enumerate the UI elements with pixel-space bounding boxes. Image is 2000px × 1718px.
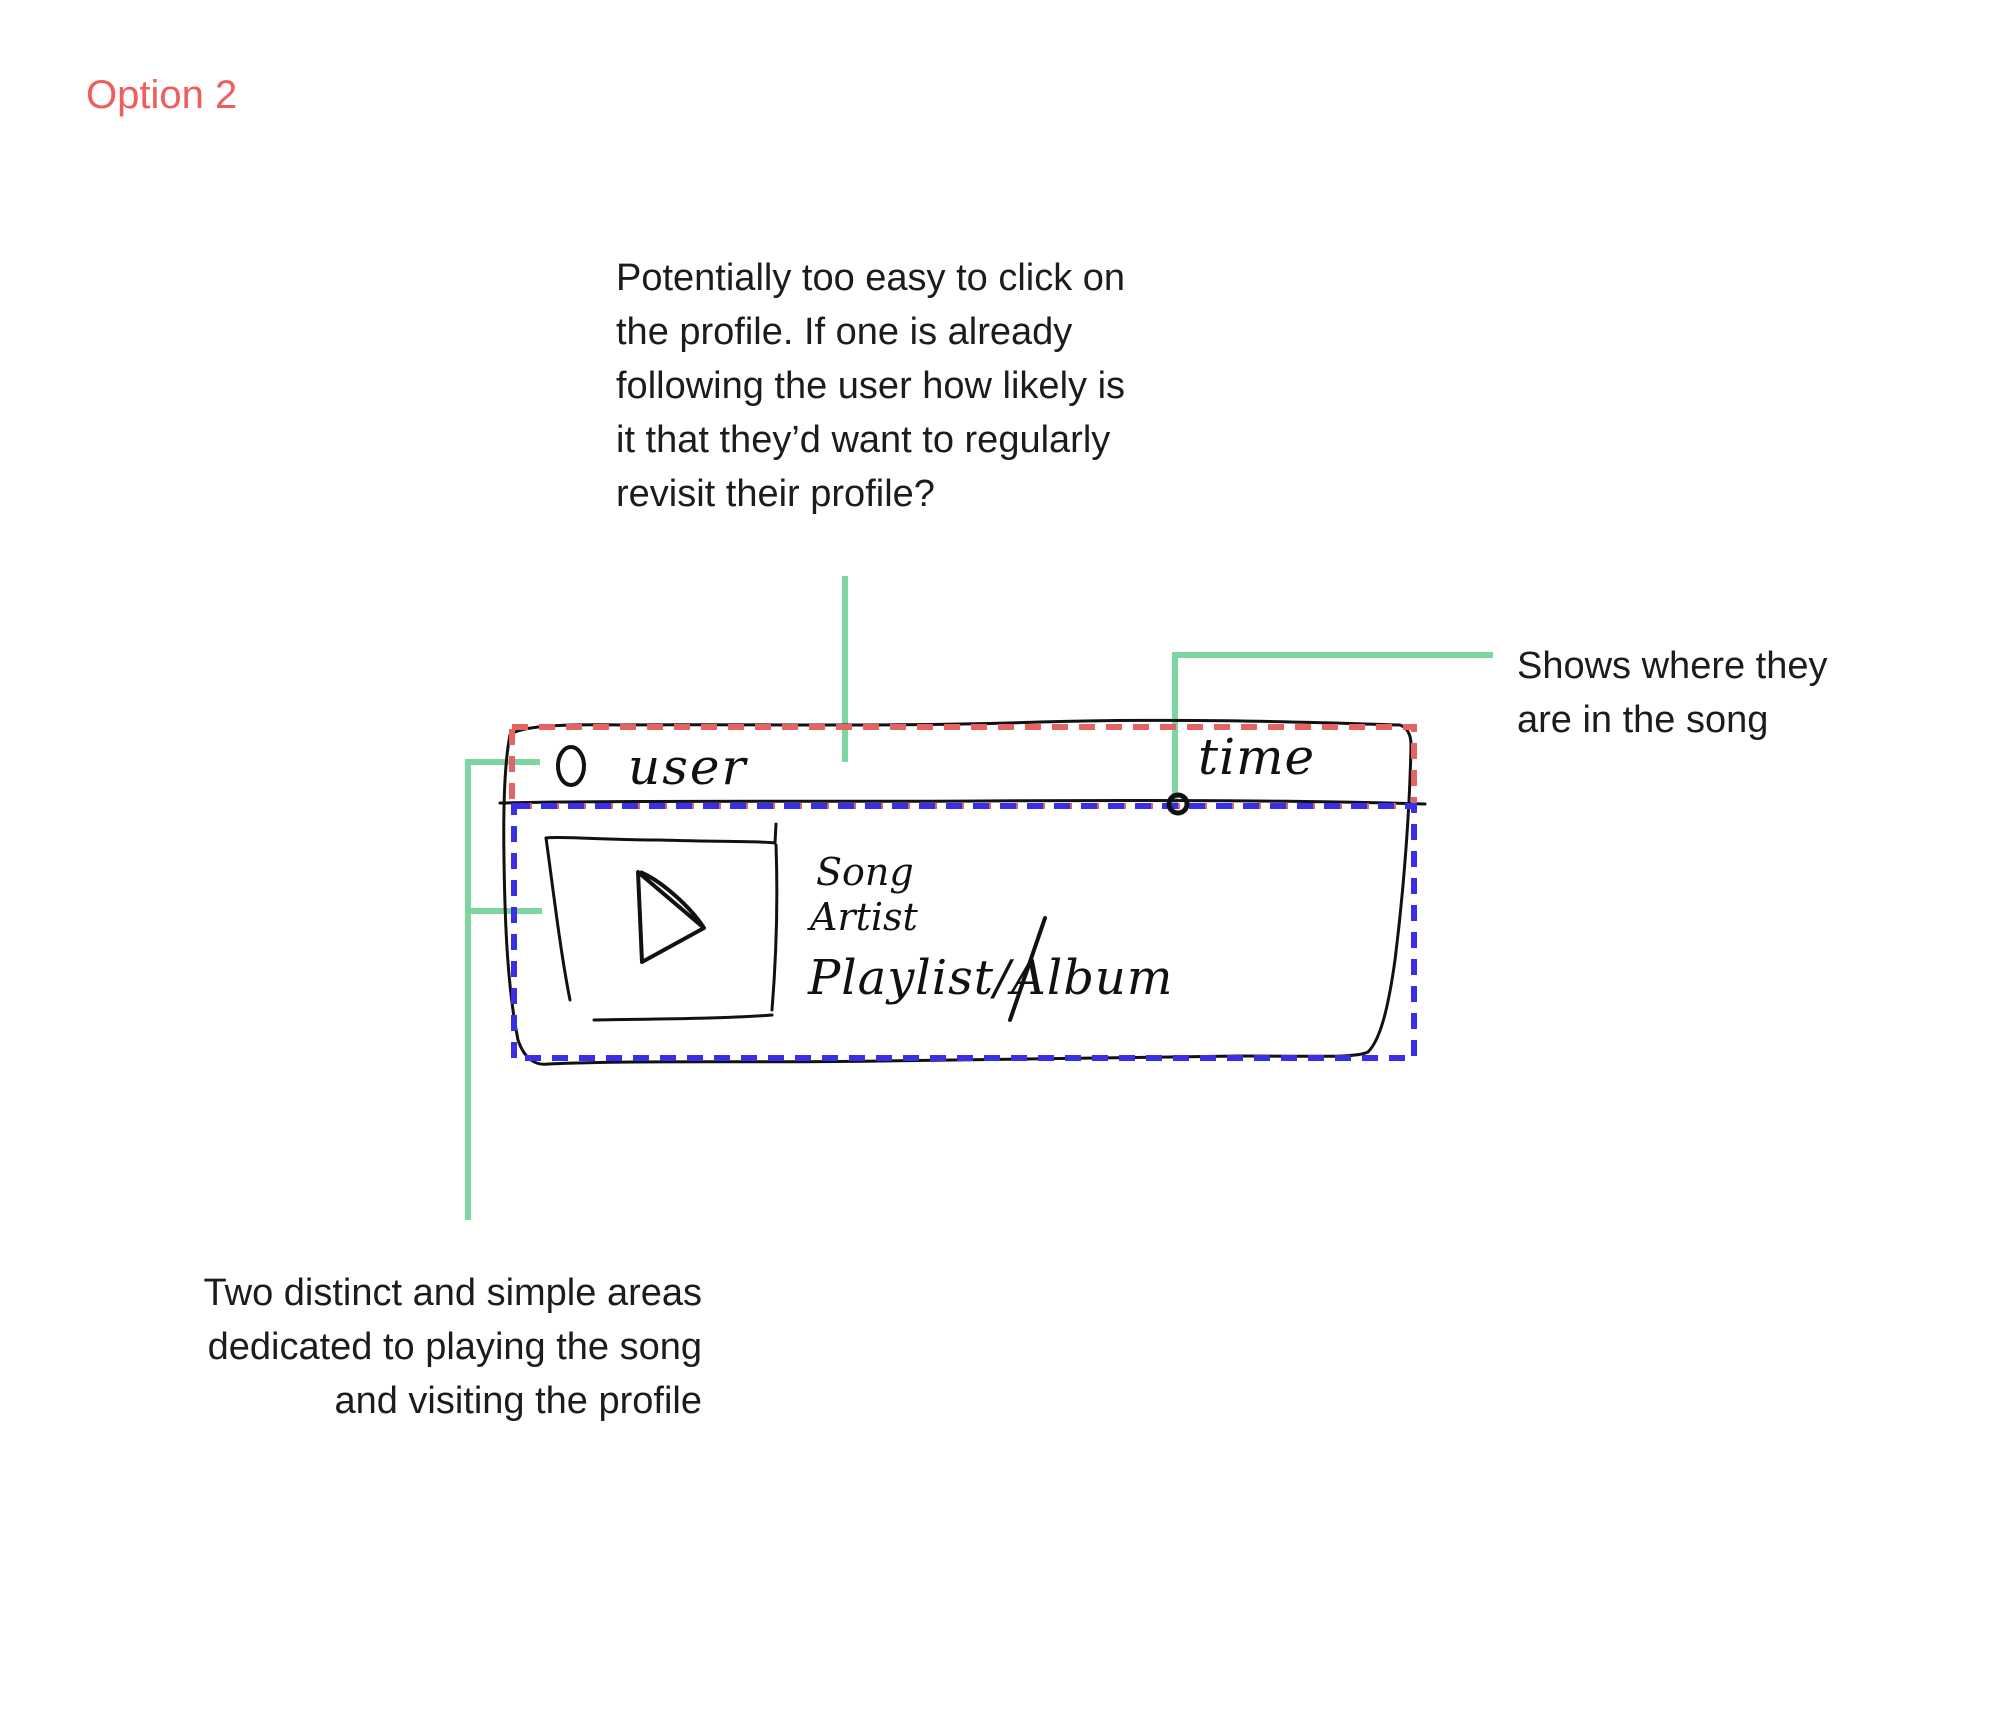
avatar-icon — [556, 745, 586, 787]
sketch-time-label: time — [1198, 728, 1316, 786]
play-area-outline — [511, 803, 1417, 1061]
progress-indicator-dot — [1166, 792, 1190, 816]
areas-annotation: Two distinct and simple areas dedicated … — [203, 1272, 702, 1422]
profile-annotation: Potentially too easy to click on the pro… — [616, 257, 1126, 515]
play-triangle-icon — [636, 870, 706, 964]
progress-callout-line — [1172, 652, 1493, 805]
callout-lines — [465, 576, 1493, 1220]
option-title: Option 2 — [86, 73, 238, 117]
areas-callout-line — [465, 759, 540, 1220]
progress-annotation: Shows where they are in the song — [1517, 645, 1828, 741]
sketch-user-label: user — [628, 738, 748, 796]
sketch-artist-label: Artist — [810, 895, 918, 939]
sketch-playlist-label: Playlist/Album — [808, 950, 1174, 1006]
profile-area-outline — [509, 724, 1417, 809]
sketch-song-label: Song — [816, 850, 914, 894]
